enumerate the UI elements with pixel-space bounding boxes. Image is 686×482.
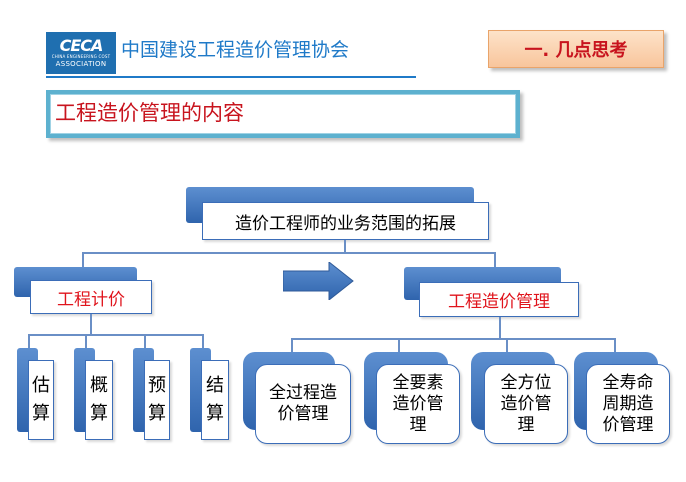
root-node: 造价工程师的业务范围的拓展: [202, 202, 489, 240]
connector-right-branch-down: [499, 317, 501, 338]
connector-right-down: [494, 252, 496, 268]
left-item-4-char-1: 结: [206, 375, 224, 396]
connector-right-item-3: [506, 338, 508, 352]
association-logo: CECA CHINA ENGINEERING COST ASSOCIATION: [46, 32, 116, 74]
right-item-3-line-3: 理: [517, 414, 535, 435]
right-item-3-line-1: 全方位: [500, 372, 552, 393]
left-branch-label: 工程计价: [57, 289, 125, 310]
left-item-4-char-2: 算: [206, 403, 224, 424]
right-item-1-line-1: 全过程造: [269, 383, 337, 403]
connector-root-horizontal: [82, 252, 496, 254]
right-item-4-line-2: 周期造: [602, 393, 654, 414]
left-item-1-char-1: 估: [32, 375, 50, 396]
right-item-3: 全方位 造价管 理: [484, 364, 568, 444]
right-item-4-line-3: 价管理: [602, 414, 654, 435]
right-item-1-line-2: 价管理: [277, 404, 329, 424]
section-title-frame: [46, 90, 520, 138]
right-item-2-line-2: 造价管: [392, 393, 444, 414]
logo-mark: CECA: [59, 36, 104, 55]
left-branch-node: 工程计价: [30, 280, 152, 314]
right-branch-node: 工程造价管理: [419, 282, 579, 317]
connector-left-horizontal: [28, 334, 204, 336]
left-item-2-char-1: 概: [90, 375, 108, 396]
connector-right-item-1: [291, 338, 293, 352]
left-item-1-char-2: 算: [32, 403, 50, 424]
right-arrow-icon: [283, 262, 354, 300]
connector-right-item-4: [614, 338, 616, 352]
header-divider: [46, 76, 416, 78]
connector-left-item-2: [85, 334, 87, 348]
connector-left-item-1: [28, 334, 30, 348]
right-item-2-line-3: 理: [409, 414, 427, 435]
right-branch-label: 工程造价管理: [448, 292, 550, 312]
left-item-2: 概 算: [85, 360, 113, 440]
left-item-3-char-2: 算: [148, 403, 166, 424]
connector-right-item-2: [398, 338, 400, 352]
connector-right-horizontal: [291, 338, 616, 340]
connector-left-down: [82, 252, 84, 268]
right-item-3-line-2: 造价管: [500, 393, 552, 414]
left-item-3-char-1: 预: [148, 375, 166, 396]
right-item-2: 全要素 造价管 理: [376, 364, 460, 444]
left-item-2-char-2: 算: [90, 403, 108, 424]
organization-name: 中国建设工程造价管理协会: [121, 39, 350, 61]
left-item-4: 结 算: [201, 360, 229, 440]
right-item-4-line-1: 全寿命: [602, 372, 654, 393]
root-node-label: 造价工程师的业务范围的拓展: [235, 213, 456, 234]
logo-small-text: CHINA ENGINEERING COST: [51, 54, 111, 59]
connector-left-item-4: [202, 334, 204, 348]
section-badge: 一. 几点思考: [488, 30, 664, 68]
logo-big-text: ASSOCIATION: [55, 60, 107, 68]
right-item-2-line-1: 全要素: [392, 372, 444, 393]
connector-left-item-3: [144, 334, 146, 348]
section-title: 工程造价管理的内容: [55, 101, 244, 125]
right-item-4: 全寿命 周期造 价管理: [586, 364, 670, 444]
left-item-1: 估 算: [28, 360, 54, 440]
connector-left-branch-down: [90, 314, 92, 334]
right-item-1: 全过程造 价管理: [255, 364, 351, 444]
left-item-3: 预 算: [144, 360, 170, 440]
connector-root-down: [344, 240, 346, 252]
